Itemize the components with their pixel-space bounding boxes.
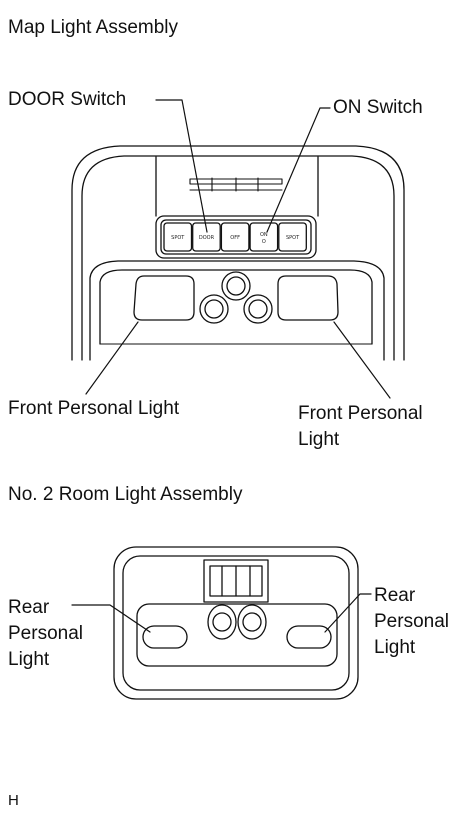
switch-label: SPOT bbox=[286, 235, 300, 241]
switch-sub-label: O bbox=[262, 239, 266, 245]
switch-button-spot-4 bbox=[278, 222, 307, 252]
map-light-assembly-drawing: SPOT DOOR OFF ONO SPOT bbox=[71, 99, 405, 399]
front-personal-light-right-label: Front Personal Light bbox=[298, 403, 423, 450]
door-switch-label: DOOR Switch bbox=[8, 89, 127, 110]
room-light-center-buttons bbox=[207, 604, 267, 640]
room-light-assembly-drawing bbox=[71, 546, 372, 700]
map-light-title: Map Light Assembly bbox=[8, 17, 179, 38]
front-personal-light-left bbox=[133, 275, 195, 321]
switch-label: ON bbox=[260, 232, 268, 238]
vent-slots bbox=[189, 177, 283, 192]
map-light-housing-inner bbox=[81, 155, 395, 361]
room-light-housing-outer bbox=[113, 546, 359, 700]
rear-personal-light-right-label: Rear Personal Light bbox=[374, 585, 449, 658]
room-light-vent bbox=[203, 559, 269, 603]
room-light-lens-strip bbox=[136, 603, 338, 667]
room-light-title: No. 2 Room Light Assembly bbox=[8, 484, 243, 505]
front-personal-light-right bbox=[277, 275, 339, 321]
switch-button-door-1 bbox=[192, 222, 221, 252]
rear-personal-light-left-label: Rear Personal Light bbox=[8, 597, 83, 670]
switch-buttons: SPOT DOOR OFF ONO SPOT bbox=[163, 222, 307, 252]
map-light-leaders bbox=[85, 99, 391, 399]
switch-label: SPOT bbox=[171, 235, 185, 241]
front-personal-light-left-label: Front Personal Light bbox=[8, 398, 180, 419]
switch-button-off-2 bbox=[220, 222, 250, 252]
rear-personal-light-left bbox=[142, 625, 188, 649]
footer-code: H bbox=[8, 792, 19, 809]
switch-label: OFF bbox=[230, 235, 240, 241]
room-light-housing-inner bbox=[122, 555, 350, 691]
lens-panel-outer bbox=[89, 260, 385, 361]
switch-panel-outer bbox=[155, 215, 317, 259]
room-light-leaders bbox=[71, 593, 372, 633]
switch-label: DOOR bbox=[199, 235, 215, 241]
switch-button-on-3 bbox=[249, 222, 279, 252]
switch-panel-inner bbox=[160, 219, 312, 255]
map-light-housing-outer bbox=[71, 145, 405, 361]
rear-personal-light-right bbox=[286, 625, 332, 649]
center-lamps bbox=[199, 271, 273, 324]
on-switch-label: ON Switch bbox=[333, 97, 423, 118]
switch-button-spot-0 bbox=[163, 222, 193, 252]
lens-panel-inner bbox=[99, 269, 373, 345]
